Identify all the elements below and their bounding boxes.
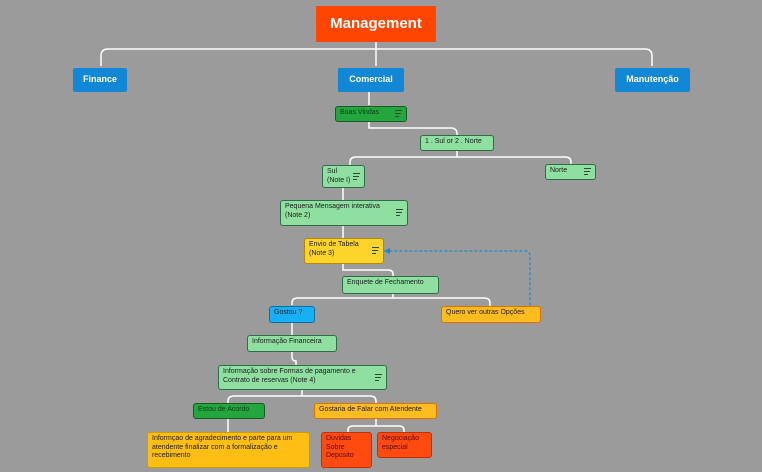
node-envio-tabela[interactable]: Envio de Tabela (Note 3) [304,238,384,264]
connector-sul-norte-split [349,151,572,166]
node-negociacao-especial[interactable]: Negociação especial [377,432,432,458]
node-sul-norte[interactable]: 1 . Sul or 2 . Norte [420,135,494,151]
connector-enquete-split [291,294,491,306]
note-icon [372,247,379,254]
note-icon [375,373,382,381]
node-gostou[interactable]: Gostou ? [269,306,315,323]
branch-label-comercial: Comercial [349,74,393,84]
node-label-negociacao: Negociação especial [382,435,419,451]
node-label-boas-vindas: Boas Vindas [340,109,380,116]
connector-gostaria-split [347,419,405,432]
node-label-estou-acordo: Estou de Acordo [198,406,250,413]
connector-envio-enquete [342,264,394,276]
node-label-envio-tabela: Envio de Tabela (Note 3) [309,241,359,257]
node-sul[interactable]: Sul (Note I) [322,165,365,188]
node-label-enquete: Enquete de Fechamento [347,279,424,286]
connector-root-branches [100,42,653,66]
node-formas-pagamento[interactable]: Informação sobre Formas de pagamento e C… [218,365,387,390]
node-label-agradecimento: Informçao de agradecimento e parte para … [152,435,293,459]
node-norte[interactable]: Norte [545,164,596,180]
connector-boas-vindas-sul-norte [368,122,458,135]
node-boas-vindas[interactable]: Boas Vindas [335,106,407,122]
node-quero-ver-opcoes[interactable]: Quero ver outras Opções [441,306,541,323]
node-pequena-mensagem[interactable]: Pequena Mensagem interativa (Note 2) [280,200,408,226]
root-node-management[interactable]: Management [316,6,436,42]
node-label-informacao-financeira: Informação Financeira [252,338,322,345]
branch-node-manutencao[interactable]: Manutenção [615,68,690,92]
node-label-pequena-mensagem: Pequena Mensagem interativa (Note 2) [285,203,380,219]
node-duvidas-deposito[interactable]: Duvidas Sobre Deposito [321,432,372,468]
node-agradecimento[interactable]: Informçao de agradecimento e parte para … [147,432,310,468]
tree-connectors [100,42,653,432]
note-icon [353,172,360,180]
connector-info-formas [291,352,297,365]
note-icon [584,168,591,175]
node-enquete-fechamento[interactable]: Enquete de Fechamento [342,276,439,294]
branch-label-manutencao: Manutenção [626,74,679,84]
node-label-sul: Sul (Note I) [327,168,351,184]
branch-node-finance[interactable]: Finance [73,68,127,92]
node-estou-acordo[interactable]: Estou de Acordo [193,403,265,419]
node-label-quero-ver: Quero ver outras Opções [446,309,525,316]
node-label-formas-pagamento: Informação sobre Formas de pagamento e C… [223,368,356,384]
node-gostaria-falar-atendente[interactable]: Gostaria de Falar com Atendente [314,403,437,419]
node-label-gostou: Gostou ? [274,309,303,316]
node-label-norte: Norte [550,167,568,174]
node-informacao-financeira[interactable]: Informação Financeira [247,335,337,352]
branch-label-finance: Finance [82,74,117,84]
node-label-gostaria-falar: Gostaria de Falar com Atendente [319,406,422,413]
connector-formas-split [227,390,377,403]
root-label: Management [330,15,422,32]
note-icon [396,209,403,216]
branch-node-comercial[interactable]: Comercial [338,68,404,92]
node-label-duvidas: Duvidas Sobre Deposito [326,435,354,459]
node-label-sul-norte: 1 . Sul or 2 . Norte [425,138,482,145]
note-icon [395,110,402,117]
dashed-link-arrowhead [384,248,390,254]
